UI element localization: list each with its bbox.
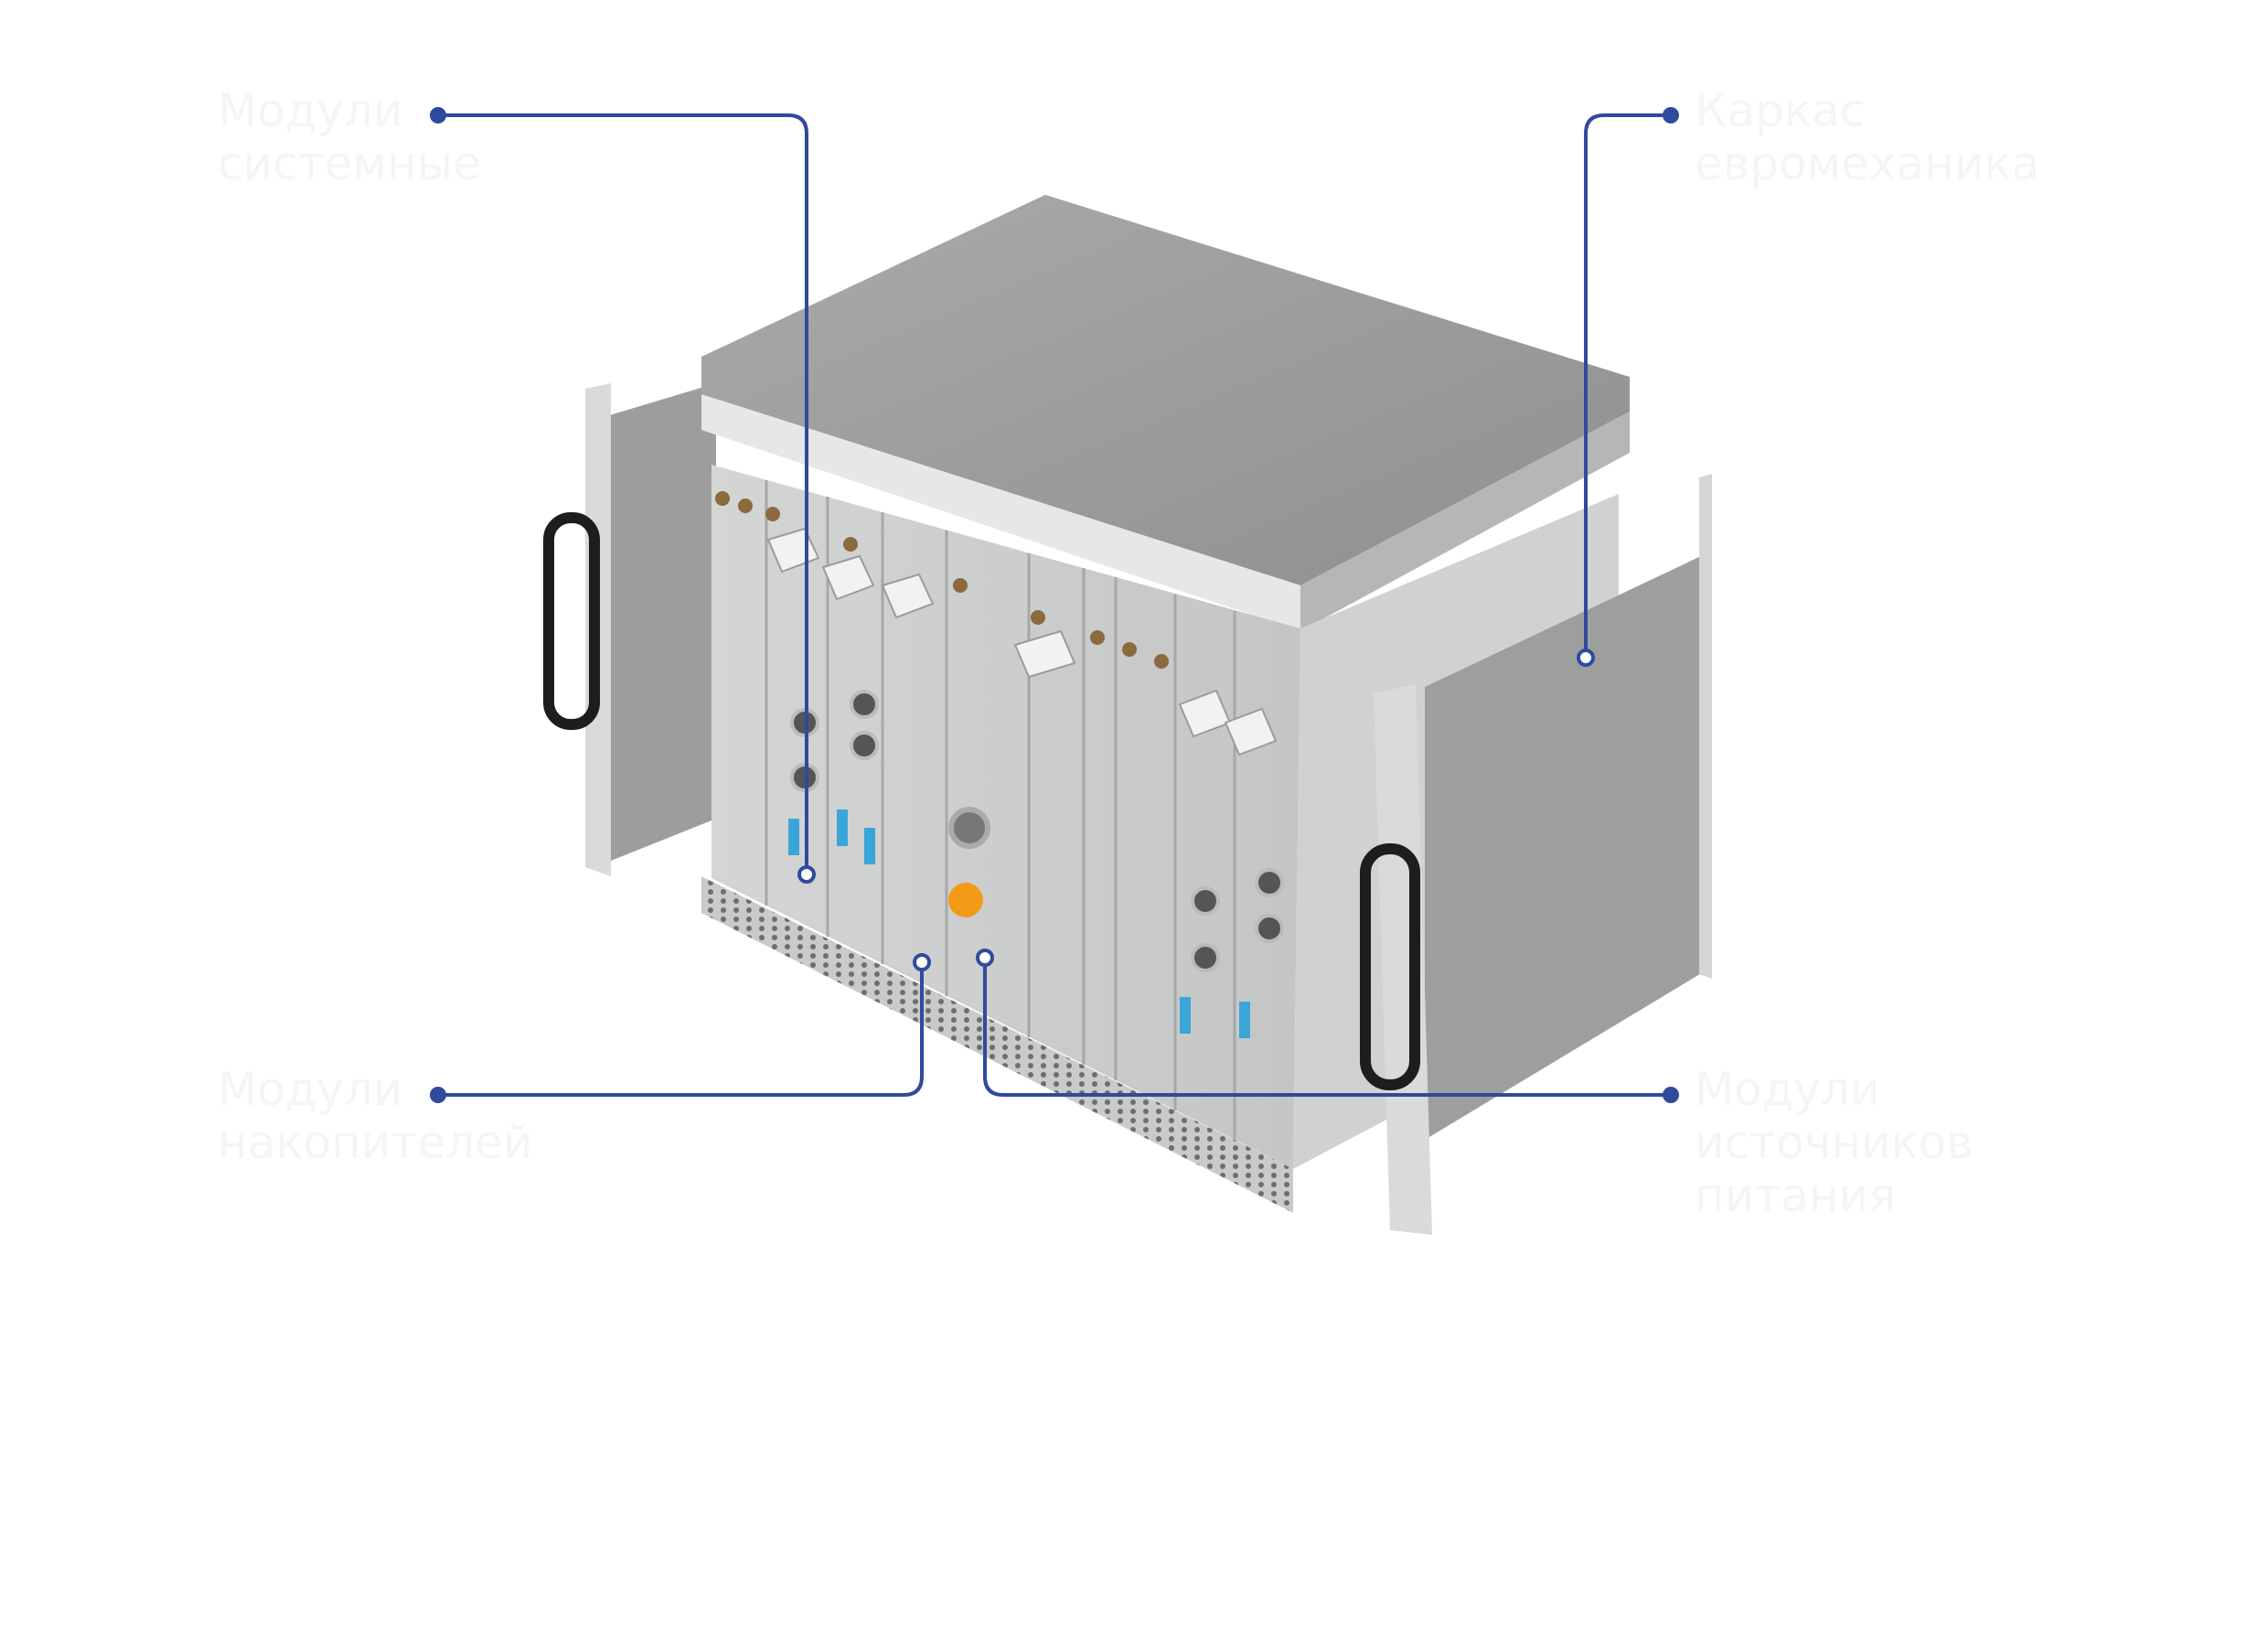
callout-power-modules: Модули источников питания [1695, 1063, 1974, 1222]
leader-storage-modules [438, 962, 924, 1097]
leader-targets [797, 649, 1595, 971]
right-side-panel [1360, 474, 1712, 1235]
leader-dots [430, 107, 1679, 1103]
leader-frame [1584, 113, 1671, 658]
callout-euromechanics-frame: Каркас евромеханика [1695, 84, 2040, 190]
top-cover [701, 195, 1630, 631]
callout-storage-modules: Модули накопителей [218, 1063, 533, 1169]
leader-system-modules [438, 113, 808, 874]
leader-lines [438, 113, 1671, 1097]
power-connector-orange [948, 883, 983, 917]
right-handle [1360, 843, 1420, 1090]
leader-power-modules [983, 958, 1671, 1097]
callout-system-modules: Модули системные [218, 84, 482, 190]
left-handle [543, 512, 600, 730]
front-panel [711, 465, 1300, 1169]
bottom-vent-grille [701, 876, 1293, 1213]
left-side-panel [543, 383, 716, 876]
